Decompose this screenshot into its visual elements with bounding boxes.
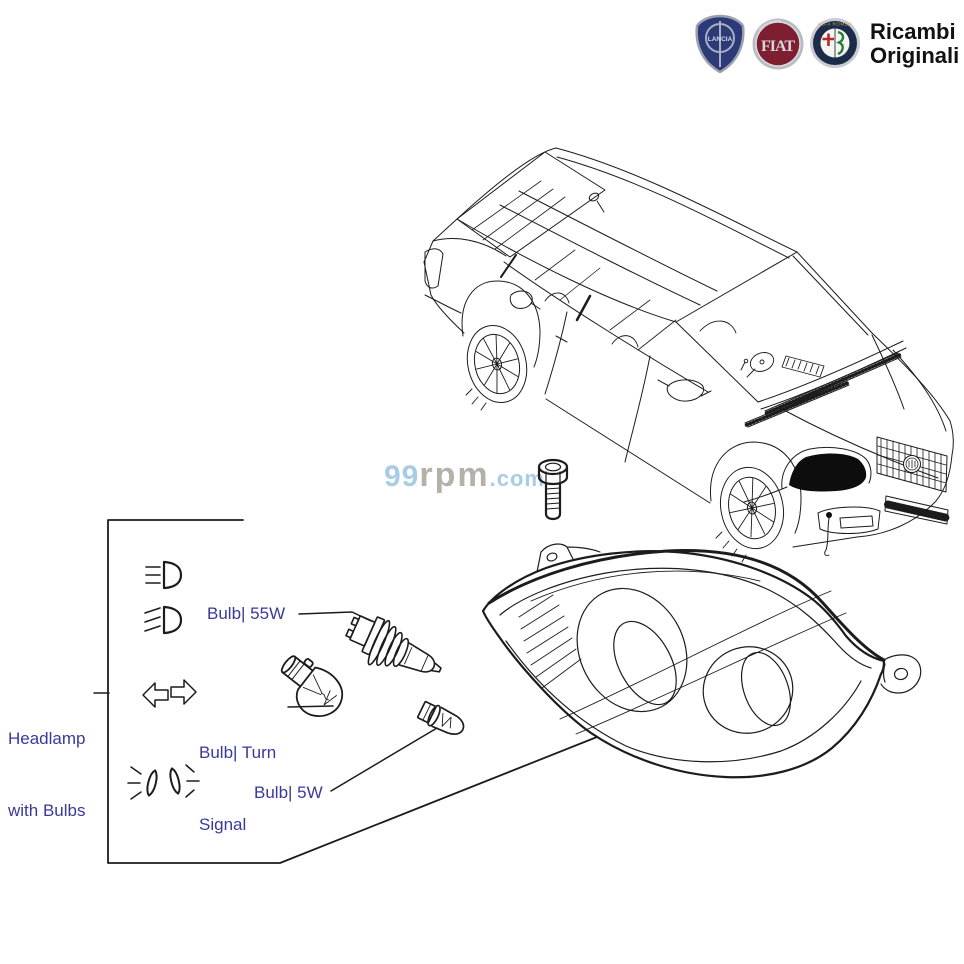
steering-wheel <box>749 352 775 372</box>
label-bulb-5w: Bulb| 5W <box>254 783 323 802</box>
projector-lens-outer-right <box>702 646 794 734</box>
high-beam-icon <box>145 560 183 590</box>
watermark-com: .com <box>489 466 545 491</box>
belt-line <box>503 261 709 393</box>
label-bulb-turn-signal: Bulb| Turn Signal <box>199 743 277 834</box>
hood-crease <box>779 407 939 479</box>
projector-lens-inner-right <box>740 651 792 727</box>
projector-lens-outer-left <box>576 587 688 713</box>
car-headlamp-highlight <box>789 453 867 492</box>
leader-bulb-5w <box>330 727 438 792</box>
label-bulb-55w: Bulb| 55W <box>207 604 286 623</box>
alfa-romeo-logo: ALFA ROMEO <box>810 18 860 68</box>
car-windshield <box>675 251 798 403</box>
watermark-rpm: rpm <box>419 456 490 494</box>
bulb-5w-wedge <box>416 700 465 735</box>
car-roof <box>456 218 677 323</box>
rear-wheel <box>466 325 528 403</box>
leader-bulb-turn <box>287 705 334 708</box>
bulb-turn-signal <box>280 655 344 717</box>
label-headlamp-with-bulbs: Headlamp with Bulbs <box>8 729 86 820</box>
car-interior <box>699 320 825 378</box>
brand-line-1: Ricambi <box>870 19 956 44</box>
wipers <box>744 352 902 428</box>
front-wheel-arch <box>710 441 802 534</box>
position-lamp-icon <box>127 764 200 800</box>
group-bracket <box>107 519 598 864</box>
car-drawing <box>423 147 954 563</box>
headlamp-assembly <box>481 543 922 779</box>
low-beam-icon <box>144 605 183 635</box>
lancia-logo-text: LANCIA <box>708 36 733 43</box>
front-wheel <box>720 466 784 550</box>
lancia-logo: LANCIA <box>695 14 745 74</box>
right-mirror <box>666 379 712 402</box>
fog-lamp-recess <box>817 506 881 557</box>
bumper-lower-grille <box>884 495 950 525</box>
brand-header: LANCIA FIAT ALFA ROMEO Ricambi Originali <box>692 13 959 75</box>
fiat-logo: FIAT <box>752 18 804 70</box>
projector-lens-inner-left <box>613 620 677 706</box>
headlamp-mount-tab-left <box>536 543 601 573</box>
brand-title: Ricambi Originali <box>870 20 959 68</box>
watermark-99: 99 <box>384 460 420 493</box>
left-mirror <box>509 290 541 310</box>
brand-line-2: Originali <box>870 43 960 68</box>
turn-signal-arrows-icon <box>142 679 197 708</box>
bulb-55w-h7 <box>345 615 442 673</box>
antenna <box>596 200 605 213</box>
fiat-logo-text: FIAT <box>761 38 795 55</box>
leader-bulb-55w <box>298 611 372 622</box>
rear-window <box>456 151 606 258</box>
tail-lamp <box>424 248 444 289</box>
headlamp-mount-tab-right <box>880 654 922 694</box>
car-silhouette <box>423 147 954 548</box>
rear-wheel-arch <box>461 280 541 368</box>
car-grille <box>876 436 948 493</box>
alfa-romeo-logo-text: ALFA ROMEO <box>818 22 853 27</box>
bolt-fastener <box>537 458 569 521</box>
